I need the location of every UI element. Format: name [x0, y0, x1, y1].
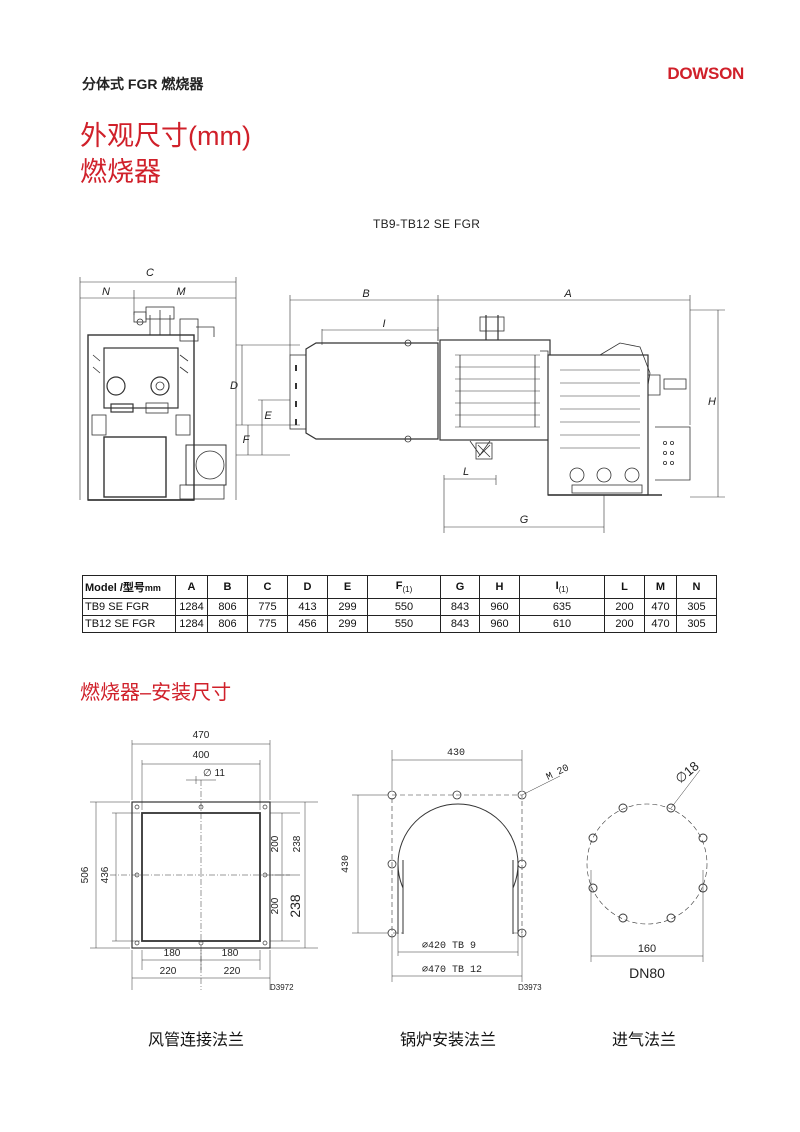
duct-dim-220-left: 220 — [160, 966, 177, 977]
table-cell: 299 — [327, 615, 368, 633]
boiler-dim-430-width: 430 — [447, 748, 465, 759]
table-header-f: F(1) — [367, 575, 441, 599]
table-header-a: A — [175, 575, 208, 599]
duct-dim-400: 400 — [193, 750, 210, 761]
table-cell-model: TB9 SE FGR — [82, 598, 176, 616]
boiler-flange-drawing: 430 430 M 20 ∅420 TB 9 ∅470 TB 12 D3973 — [341, 748, 571, 992]
table-cell: 470 — [644, 615, 677, 633]
table-cell: 413 — [287, 598, 328, 616]
duct-dim-436: 436 — [100, 866, 111, 883]
table-cell: 1284 — [175, 598, 208, 616]
gas-dim-hole: ∅18 — [672, 758, 701, 786]
table-cell: 610 — [519, 615, 605, 633]
duct-dim-200-bottom: 200 — [270, 897, 281, 914]
gas-dim-dn80: DN80 — [629, 965, 665, 981]
duct-dim-470: 470 — [193, 730, 210, 741]
dimension-table: Model /型号mm A B C D E F(1) G H I(1) L M … — [82, 575, 717, 633]
dim-label-l: L — [463, 466, 469, 478]
table-cell: 550 — [367, 598, 441, 616]
dim-label-i: I — [382, 318, 385, 330]
duct-dim-238-bottom: 238 — [287, 894, 303, 918]
section-title-mounting: 燃烧器–安装尺寸 — [80, 682, 232, 704]
gas-dim-160: 160 — [638, 943, 656, 955]
table-cell: 635 — [519, 598, 605, 616]
table-header-i: I(1) — [519, 575, 605, 599]
table-header-l: L — [604, 575, 645, 599]
table-cell: 456 — [287, 615, 328, 633]
table-cell: 550 — [367, 615, 441, 633]
duct-dim-506: 506 — [80, 866, 91, 883]
dim-label-n: N — [102, 286, 110, 298]
dim-label-g: G — [520, 514, 529, 526]
table-cell: 806 — [207, 598, 248, 616]
product-header: 分体式 FGR 燃烧器 — [82, 76, 204, 92]
caption-duct-flange: 风管连接法兰 — [148, 1032, 245, 1049]
caption-gas-flange: 进气法兰 — [612, 1032, 677, 1049]
table-header-b: B — [207, 575, 248, 599]
table-cell: 806 — [207, 615, 248, 633]
table-header-d: D — [287, 575, 328, 599]
table-header-c: C — [247, 575, 288, 599]
duct-dim-200-top: 200 — [270, 835, 281, 852]
boiler-drawing-code: D3973 — [518, 983, 542, 992]
duct-dim-238-top: 238 — [292, 835, 303, 852]
table-cell: 470 — [644, 598, 677, 616]
table-header-e: E — [327, 575, 368, 599]
burner-side-view — [87, 306, 227, 501]
table-header-m: M — [644, 575, 677, 599]
table-row: TB12 SE FGR 1284 806 775 456 299 550 843… — [82, 615, 717, 633]
dim-label-m: M — [176, 286, 186, 298]
caption-boiler-flange: 锅炉安装法兰 — [400, 1032, 497, 1049]
table-cell: 843 — [440, 598, 480, 616]
table-cell: 843 — [440, 615, 480, 633]
dim-label-a: A — [563, 288, 571, 300]
duct-flange-drawing: 470 400 ∅ 11 506 436 200 238 200 238 180… — [80, 730, 318, 992]
section-title-dimensions: 外观尺寸(mm) — [80, 121, 251, 151]
table-cell: 775 — [247, 598, 288, 616]
table-header-n: N — [676, 575, 717, 599]
table-header-row: Model /型号mm A B C D E F(1) G H I(1) L M … — [82, 575, 717, 599]
boiler-dim-tb12: ∅470 TB 12 — [422, 965, 482, 976]
table-cell-model: TB12 SE FGR — [82, 615, 176, 633]
duct-drawing-code: D3972 — [270, 983, 294, 992]
table-cell: 305 — [676, 615, 717, 633]
table-header-h: H — [479, 575, 520, 599]
dim-label-b: B — [362, 288, 369, 300]
flange-drawings: 470 400 ∅ 11 506 436 200 238 200 238 180… — [80, 730, 708, 992]
table-cell: 960 — [479, 598, 520, 616]
dim-label-f: F — [243, 434, 251, 446]
section-title-burner: 燃烧器 — [80, 157, 161, 187]
table-cell: 1284 — [175, 615, 208, 633]
table-header-g: G — [440, 575, 480, 599]
table-cell: 200 — [604, 615, 645, 633]
duct-dim-180-left: 180 — [164, 948, 181, 959]
table-cell: 200 — [604, 598, 645, 616]
table-cell: 299 — [327, 598, 368, 616]
burner-outline-drawing: C N M B A I D E F H L G — [79, 267, 725, 533]
boiler-dim-430-height: 430 — [341, 855, 352, 873]
dim-label-e: E — [264, 410, 272, 422]
table-row: TB9 SE FGR 1284 806 775 413 299 550 843 … — [82, 598, 717, 616]
boiler-dim-thread: M 20 — [545, 763, 571, 783]
burner-front-view — [289, 315, 691, 496]
gas-flange-drawing: ∅18 160 DN80 — [586, 758, 708, 981]
table-header-model: Model /型号mm — [82, 575, 176, 599]
table-cell: 305 — [676, 598, 717, 616]
dim-label-c: C — [146, 267, 154, 279]
table-cell: 960 — [479, 615, 520, 633]
boiler-dim-tb9: ∅420 TB 9 — [422, 941, 476, 952]
dim-label-d: D — [230, 380, 238, 392]
dim-label-h: H — [708, 396, 716, 408]
duct-dim-hole: ∅ 11 — [203, 768, 225, 779]
table-cell: 775 — [247, 615, 288, 633]
brand-logo: DOWSON — [667, 64, 744, 83]
duct-dim-220-right: 220 — [224, 966, 241, 977]
duct-dim-180-right: 180 — [222, 948, 239, 959]
drawing-model-label: TB9-TB12 SE FGR — [373, 217, 481, 231]
